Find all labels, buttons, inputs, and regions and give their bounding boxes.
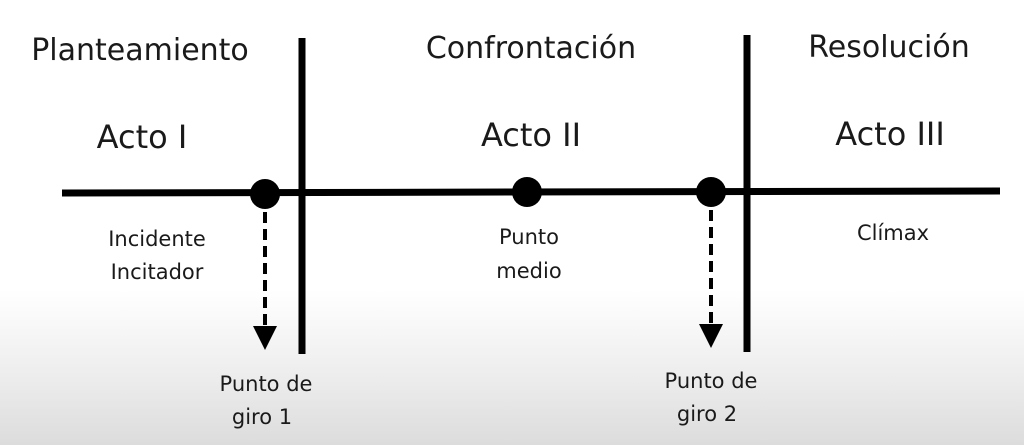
act-label-3: Acto III [835,115,945,153]
incident-label-line1: Incidente [108,227,206,251]
turning-point-2-dot [696,177,726,207]
section-heading-2: Confrontación [426,31,636,66]
incident-label-line2: Incitador [111,260,204,284]
act-label-1: Acto I [97,118,188,156]
turning-point-1-label-line1: Punto de [220,372,313,396]
midpoint-label-line2: medio [496,259,561,283]
section-heading-1: Planteamiento [31,33,249,68]
midpoint-dot [512,177,542,207]
climax-label: Clímax [857,221,929,245]
turning-point-2-label-line2: giro 2 [677,402,737,426]
turning-point-2-label-line1: Punto de [665,369,758,393]
midpoint-label-line1: Punto [499,225,559,249]
turning-point-1-dot [250,179,280,209]
turning-point-1-label-line2: giro 1 [232,405,292,429]
section-heading-3: Resolución [808,30,969,65]
act-label-2: Acto II [481,116,581,154]
